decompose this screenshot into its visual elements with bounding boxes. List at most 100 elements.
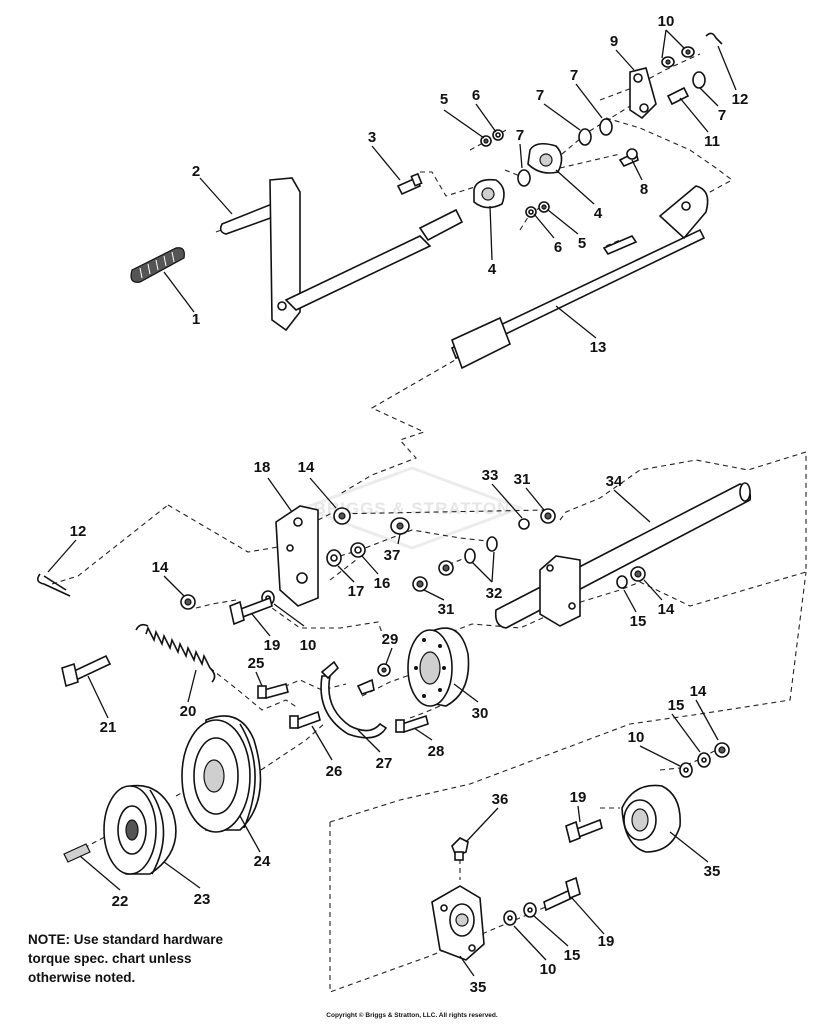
callout-28: 28 — [428, 743, 445, 760]
part-nut-14c — [630, 566, 646, 582]
callout-10b: 10 — [300, 637, 317, 654]
callout-36: 36 — [492, 791, 509, 808]
callout-12a: 12 — [70, 523, 87, 540]
part-nut-14a — [333, 507, 351, 525]
callout-37: 37 — [384, 547, 401, 564]
part-washer-15c — [523, 902, 537, 918]
callout-19a: 19 — [264, 637, 281, 654]
part-bolt-25 — [257, 683, 289, 699]
part-handle-grip — [130, 247, 185, 283]
callout-7c: 7 — [570, 67, 578, 84]
part-link-plate — [629, 67, 657, 120]
part-washer-33 — [518, 518, 530, 530]
callout-24: 24 — [254, 853, 271, 870]
callout-30: 30 — [472, 705, 489, 722]
part-cross-shaft — [450, 185, 709, 370]
part-nut-14d — [714, 742, 730, 758]
callout-15a: 15 — [630, 613, 647, 630]
part-pin-11 — [666, 86, 690, 106]
part-brake-drum — [407, 627, 470, 707]
callout-4a: 4 — [488, 261, 497, 278]
callout-19c: 19 — [598, 933, 615, 950]
part-nut-5a — [480, 135, 492, 147]
callout-14c: 14 — [658, 601, 675, 618]
part-washer-10a — [661, 56, 675, 68]
part-washer-10e — [503, 910, 517, 926]
part-nut-31b — [438, 560, 454, 576]
part-bolt-19b — [565, 818, 603, 844]
callout-15c: 15 — [564, 947, 581, 964]
part-bolt-3 — [396, 172, 423, 196]
part-nut-31a — [540, 508, 556, 524]
copyright-notice: Copyright © Briggs & Stratton, LLC. All … — [326, 1012, 498, 1019]
part-washer-6b — [525, 206, 537, 218]
callout-22: 22 — [112, 893, 129, 910]
callout-33: 33 — [482, 467, 499, 484]
callout-18: 18 — [254, 459, 271, 476]
callout-8: 8 — [640, 181, 648, 198]
callout-5a: 5 — [440, 91, 448, 108]
callout-6b: 6 — [554, 239, 562, 256]
part-washer-15a — [616, 575, 628, 589]
part-bolt-26 — [289, 710, 321, 730]
part-washer-6a — [492, 129, 504, 141]
callout-1: 1 — [192, 311, 200, 328]
part-spring — [135, 623, 216, 683]
part-washer-10b — [681, 46, 695, 58]
callout-9: 9 — [610, 33, 618, 50]
part-hairpin-left — [36, 573, 71, 597]
part-jackshaft — [494, 482, 752, 629]
callout-25: 25 — [248, 655, 265, 672]
part-nut-5b — [538, 201, 550, 213]
part-washer-17 — [326, 549, 342, 567]
part-washer-15b — [697, 752, 711, 768]
part-screw-8 — [618, 148, 639, 167]
part-washer-10d — [679, 762, 693, 778]
callout-14a: 14 — [298, 459, 315, 476]
part-bracket-18 — [275, 505, 319, 607]
callout-27: 27 — [376, 755, 393, 772]
part-spacer-37 — [390, 517, 410, 535]
part-nut-29 — [377, 663, 391, 677]
part-bearing-flange-lower — [431, 885, 485, 961]
callout-4b: 4 — [594, 205, 603, 222]
part-bolt-19c — [543, 876, 581, 912]
callout-12b: 12 — [732, 91, 749, 108]
callout-35a: 35 — [704, 863, 721, 880]
part-bolt-28 — [395, 714, 429, 734]
callout-23: 23 — [194, 891, 211, 908]
callout-20: 20 — [180, 703, 197, 720]
callout-3: 3 — [368, 129, 376, 146]
part-bearing-flange-upper — [621, 784, 681, 853]
torque-note-line-3: otherwise noted. — [28, 970, 136, 985]
part-large-pulley — [181, 715, 262, 833]
part-washer-7d — [692, 71, 706, 89]
callout-7b: 7 — [536, 87, 544, 104]
callout-21: 21 — [100, 719, 117, 736]
part-hairpin-top — [705, 32, 723, 45]
part-grease-fitting — [451, 837, 469, 861]
callout-11: 11 — [704, 133, 720, 150]
callout-15b: 15 — [668, 697, 685, 714]
part-washer-7b — [578, 128, 592, 146]
callout-14d: 14 — [690, 683, 707, 700]
part-bushing-flange-b — [527, 142, 563, 174]
callout-7a: 7 — [516, 127, 524, 144]
part-key — [63, 843, 91, 863]
callout-5b: 5 — [578, 235, 586, 252]
part-nut-14b — [180, 594, 196, 610]
part-washer-32a — [464, 548, 476, 564]
callout-10d: 10 — [540, 961, 557, 978]
torque-note-line-2: torque spec. chart unless — [28, 951, 192, 966]
leader-lines — [47, 29, 737, 977]
callout-13: 13 — [590, 339, 607, 356]
part-washer-7a — [517, 169, 531, 187]
callout-35b: 35 — [470, 979, 487, 996]
callout-2: 2 — [192, 163, 200, 180]
torque-note-line-1: NOTE: Use standard hardware — [28, 932, 224, 947]
part-bushing-flange-a — [473, 178, 505, 209]
callout-10a: 10 — [658, 13, 675, 30]
callout-34: 34 — [606, 473, 623, 490]
callout-6a: 6 — [472, 87, 480, 104]
